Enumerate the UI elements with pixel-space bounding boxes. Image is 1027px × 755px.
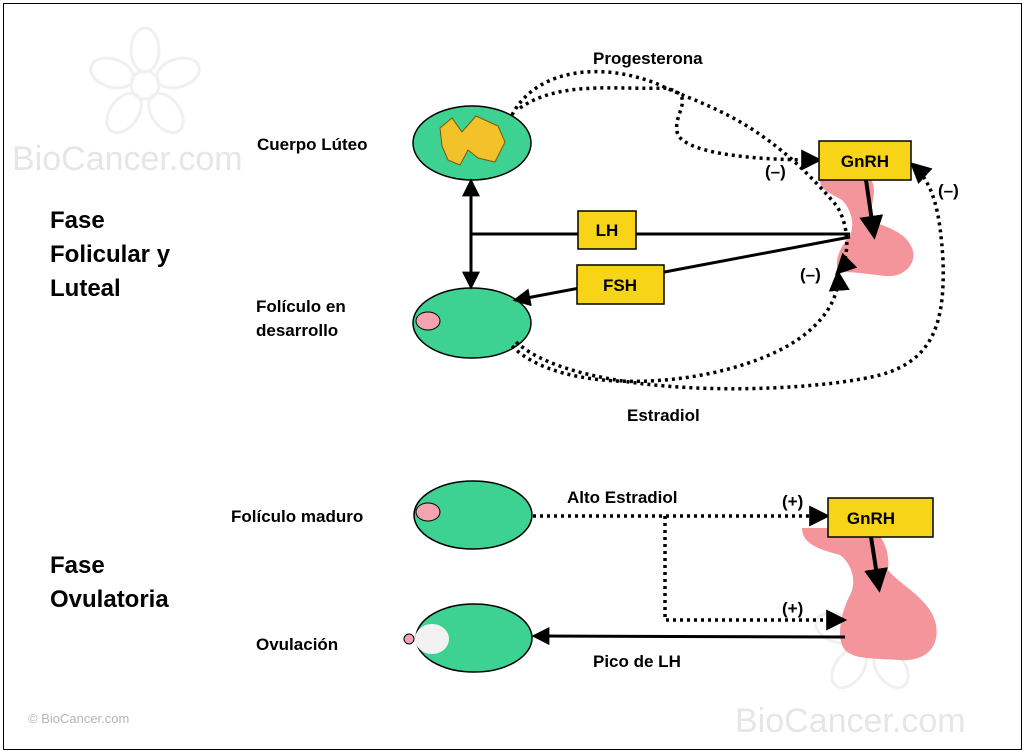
fsh-arrow xyxy=(512,235,851,307)
lh-label: LH xyxy=(596,221,619,240)
gnrh-label-top: GnRH xyxy=(841,152,889,171)
released-oocyte xyxy=(403,633,415,645)
ovulation-rupture-site xyxy=(415,624,449,654)
phase-top-line-1: Fase xyxy=(50,207,105,234)
foliculo-desarrollo-label-line-2: desarrollo xyxy=(256,321,338,340)
corpus-luteum-shape xyxy=(439,115,506,166)
phase-top-line-3: Luteal xyxy=(50,275,121,302)
phase-bottom-line-2: Ovulatoria xyxy=(50,586,169,613)
estradiol-to-gnrh-dotted-arrow xyxy=(514,162,945,391)
negative-feedback-left: (–) xyxy=(765,162,786,181)
watermark-logo-text-bottom: BioCancer.com xyxy=(735,702,966,740)
lh-surge-arrow xyxy=(531,627,846,646)
watermark-logo-text-top: BioCancer.com xyxy=(12,140,243,178)
positive-feedback-upper: (+) xyxy=(782,492,803,511)
positive-feedback-lower: (+) xyxy=(782,599,803,618)
gnrh-to-pituitary-arrow-top xyxy=(859,179,884,240)
gnrh-box-top xyxy=(818,140,912,181)
copyright-text: © BioCancer.com xyxy=(28,711,129,726)
developing-follicle-oocyte xyxy=(415,311,441,331)
ovulacion-label: Ovulación xyxy=(256,635,338,654)
pituitary-gland-bottom xyxy=(802,528,937,661)
cuerpo-luteo-label: Cuerpo Lúteo xyxy=(257,135,368,154)
lh-box xyxy=(577,210,637,250)
phase-top-line-2: Folicular y xyxy=(50,241,171,268)
foliculo-maduro-label: Folículo maduro xyxy=(231,507,363,526)
estradiol-to-pituitary-dotted-arrow xyxy=(510,269,850,384)
progesterona-label: Progesterona xyxy=(593,49,703,68)
foliculo-desarrollo-label-line-1: Folículo en xyxy=(256,297,346,316)
negative-feedback-lower: (–) xyxy=(800,265,821,284)
gnrh-box-bottom xyxy=(827,497,934,538)
gnrh-label-bottom: GnRH xyxy=(847,509,895,528)
estradiol-label: Estradiol xyxy=(627,406,700,425)
watermark-flower-icon-top xyxy=(89,26,201,135)
negative-feedback-right: (–) xyxy=(938,181,959,200)
progesterone-to-pituitary-dotted-arrow xyxy=(510,69,858,275)
fsh-box xyxy=(576,264,665,305)
gnrh-to-pituitary-arrow-bottom xyxy=(864,536,888,593)
alto-estradiol-label: Alto Estradiol xyxy=(567,488,678,507)
diagram-frame xyxy=(3,3,1022,750)
pico-lh-label: Pico de LH xyxy=(593,652,681,671)
phase-bottom-line-1: Fase xyxy=(50,552,105,579)
fsh-label: FSH xyxy=(603,276,637,295)
progesterone-to-gnrh-dotted-arrow xyxy=(518,86,823,171)
mature-follicle-ellipse xyxy=(413,480,533,550)
mature-follicle-oocyte xyxy=(415,502,441,522)
